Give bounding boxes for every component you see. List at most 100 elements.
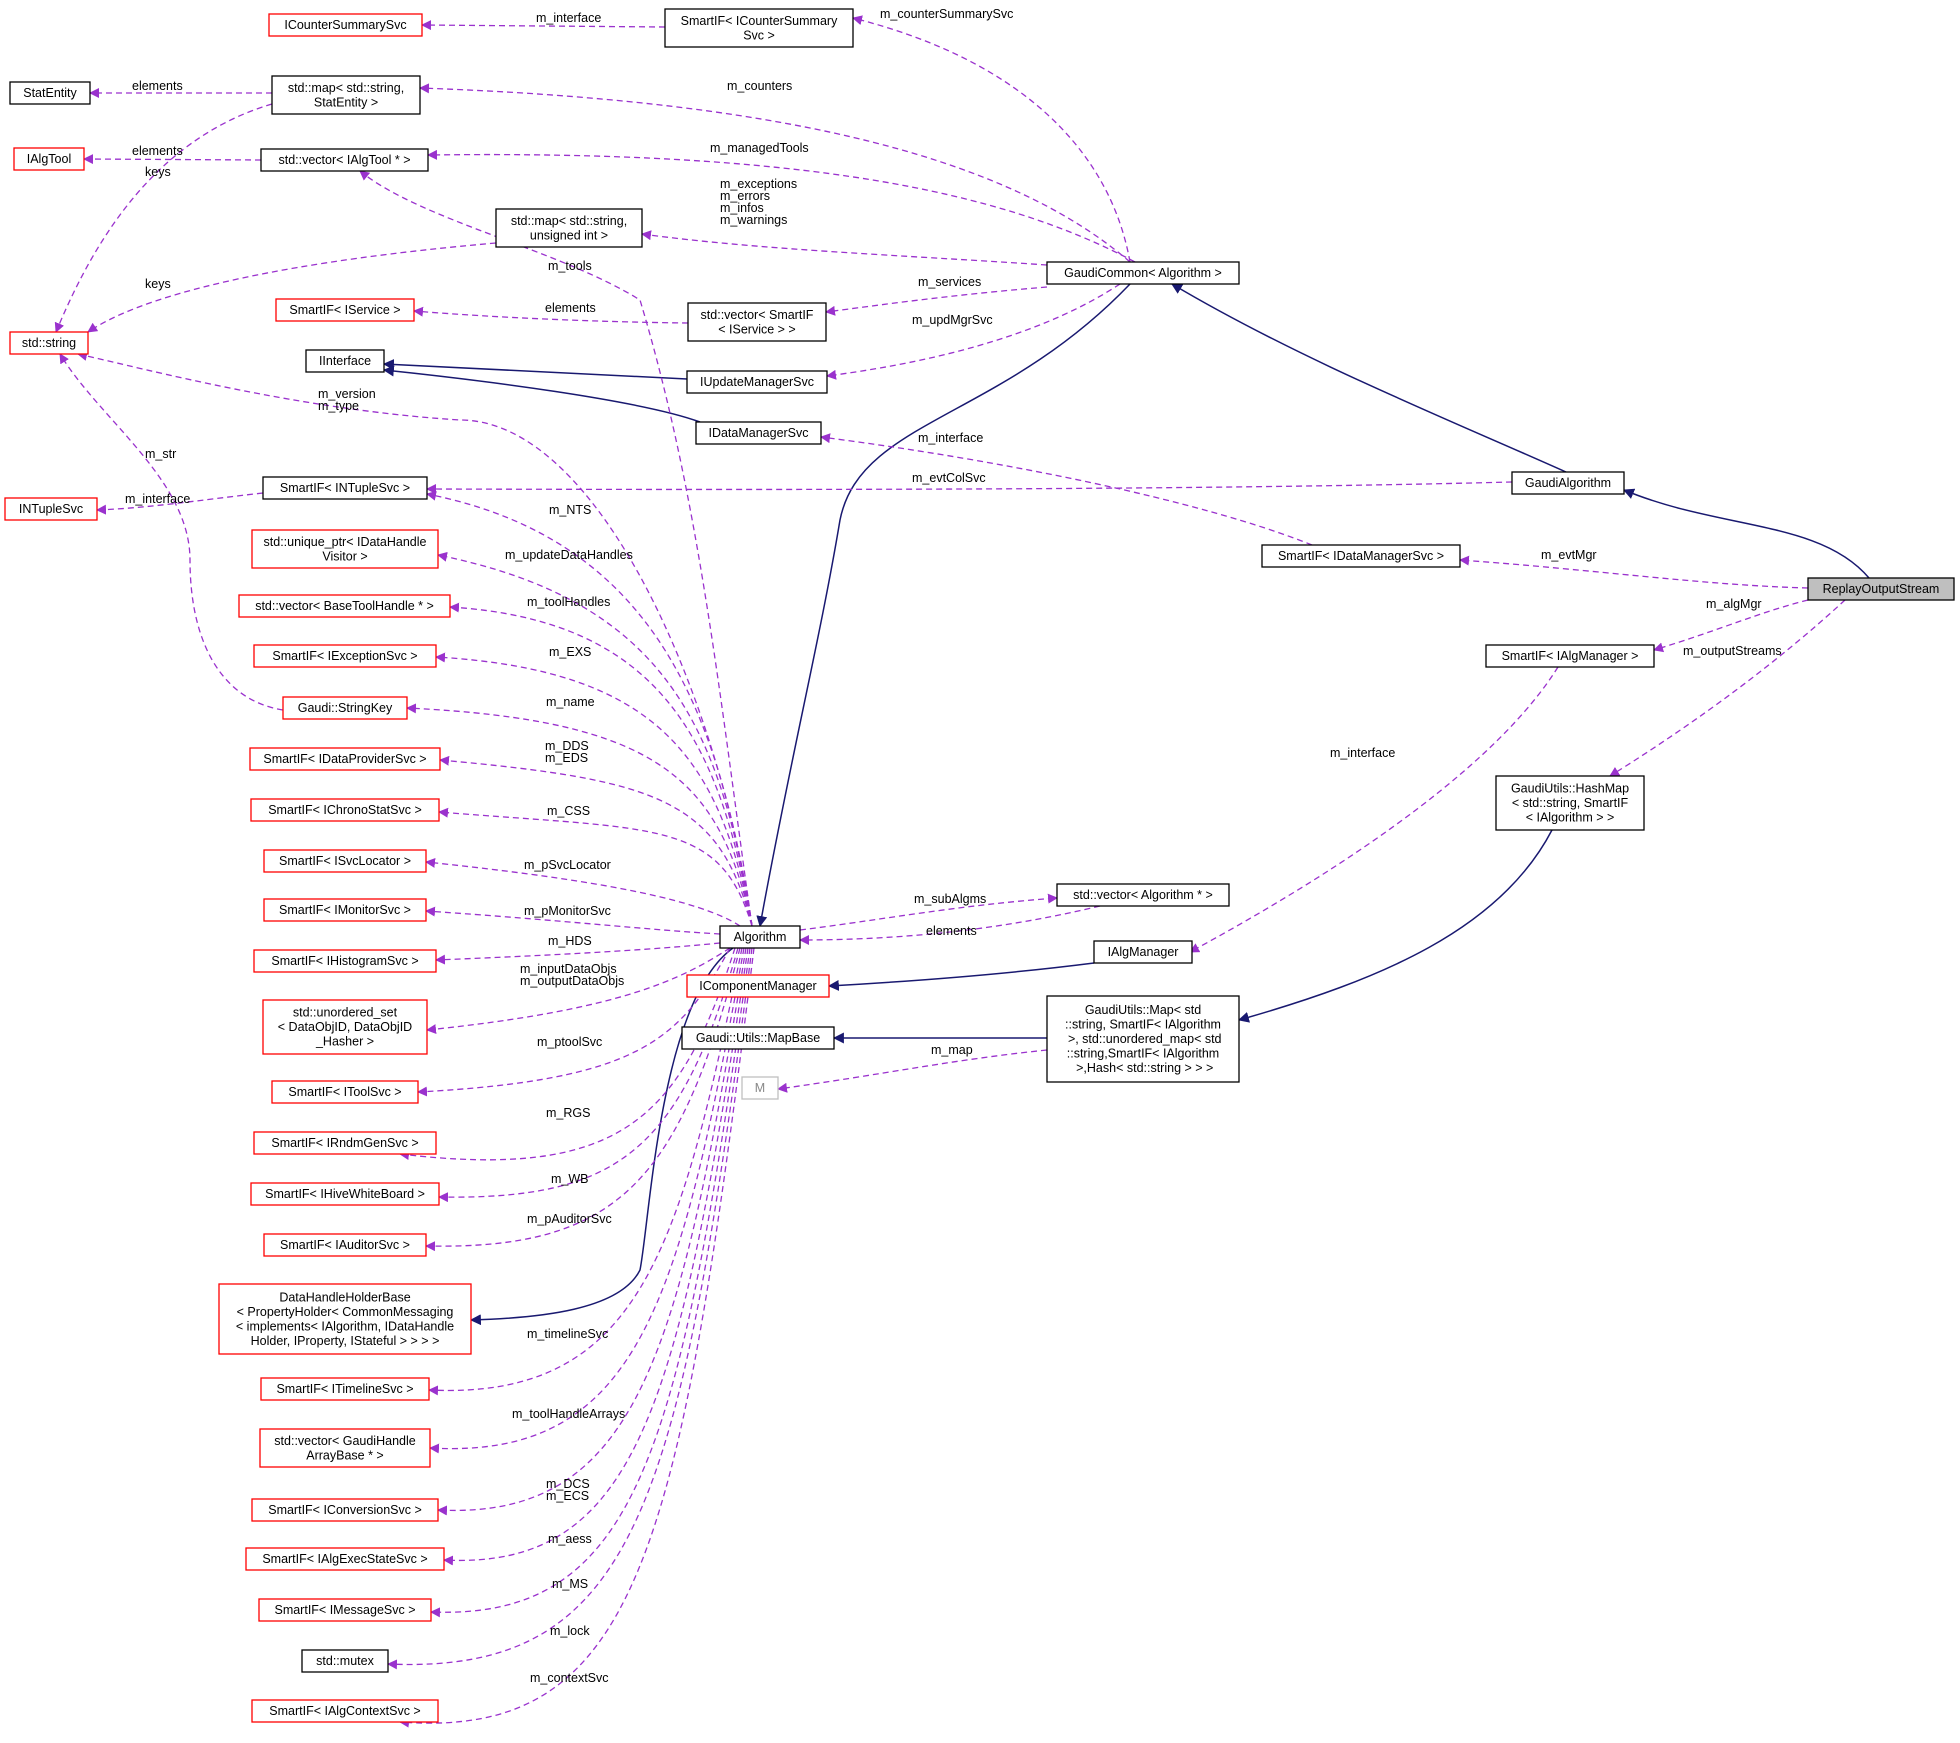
- edge-label-line: m_EXS: [549, 645, 591, 659]
- edge-m-aess-edge: [443, 947, 749, 1566]
- class-node-smart-if-irndm-gen-svc[interactable]: SmartIF< IRndmGenSvc >: [253, 1131, 437, 1155]
- class-node-m[interactable]: M: [741, 1076, 779, 1100]
- edge-label-m-interface-algmgr: m_interface: [1330, 746, 1395, 760]
- class-node-label: SmartIF< IMessageSvc >: [274, 1603, 415, 1617]
- class-node-box: [263, 1233, 427, 1257]
- class-node-box: [741, 1076, 779, 1100]
- class-node-icounter-summary-svc[interactable]: ICounterSummarySvc: [268, 13, 423, 37]
- class-node-gaudi-algorithm[interactable]: GaudiAlgorithm: [1511, 471, 1625, 495]
- class-node-label-line: INTupleSvc: [19, 502, 83, 516]
- class-node-iinterface[interactable]: IInterface: [305, 349, 385, 373]
- class-node-string-key[interactable]: Gaudi::StringKey: [282, 696, 408, 720]
- class-node-smart-if-itool-svc[interactable]: SmartIF< IToolSvc >: [271, 1080, 419, 1104]
- class-node-replay-output-stream[interactable]: ReplayOutputStream: [1807, 577, 1955, 601]
- class-node-stat-entity[interactable]: StatEntity: [9, 81, 91, 105]
- class-node-label-line: SmartIF< IHistogramSvc >: [271, 954, 418, 968]
- class-node-smart-if-itimeline-svc[interactable]: SmartIF< ITimelineSvc >: [260, 1377, 430, 1401]
- class-node-ialg-manager[interactable]: IAlgManager: [1093, 940, 1193, 964]
- class-node-label-line: std::map< std::string,: [511, 214, 627, 228]
- class-node-label-line: DataHandleHolderBase: [279, 1290, 410, 1304]
- class-node-smart-if-ichrono-stat-svc[interactable]: SmartIF< IChronoStatSvc >: [250, 798, 440, 822]
- edge-label-line: m_errors: [720, 189, 770, 203]
- edge-label-line: elements: [545, 301, 596, 315]
- edge-label-line: m_name: [546, 695, 595, 709]
- class-node-smart-if-iexception-svc[interactable]: SmartIF< IExceptionSvc >: [253, 644, 437, 668]
- class-node-smart-if-iauditor-svc[interactable]: SmartIF< IAuditorSvc >: [263, 1233, 427, 1257]
- class-node-vector-ialg-tool[interactable]: std::vector< IAlgTool * >: [260, 148, 429, 172]
- inherit-gaudicommon-algorithm-edge: [756, 283, 1131, 928]
- class-node-smart-if-ihistogram-svc[interactable]: SmartIF< IHistogramSvc >: [253, 949, 437, 973]
- class-node-label-line: >, std::unordered_map< std: [1064, 1032, 1221, 1046]
- class-node-smart-if-isvc-locator[interactable]: SmartIF< ISvcLocator >: [263, 849, 427, 873]
- class-node-gaudi-utils-map[interactable]: GaudiUtils::Map< std::string, SmartIF< I…: [1046, 995, 1240, 1083]
- class-node-unordered-set-data-obj-id[interactable]: std::unordered_set< DataObjID, DataObjID…: [262, 999, 428, 1055]
- class-node-box: [1056, 883, 1230, 907]
- edge-label-m-exs: m_EXS: [549, 645, 591, 659]
- class-node-label-line: std::vector< Algorithm * >: [1073, 888, 1213, 902]
- class-node-label-line: M: [755, 1081, 765, 1095]
- class-node-label-line: _Hasher >: [315, 1035, 374, 1049]
- edge-label-line: elements: [132, 144, 183, 158]
- class-node-box: [250, 1182, 440, 1206]
- class-node-std-mutex[interactable]: std::mutex: [301, 1649, 389, 1673]
- edge-label-line: m_NTS: [549, 503, 591, 517]
- edge-label-m-counter-summary-svc: m_counterSummarySvc: [880, 7, 1013, 21]
- edge-m-interface-counter-edge: [421, 20, 666, 31]
- class-node-smart-if-ialg-context-svc[interactable]: SmartIF< IAlgContextSvc >: [251, 1699, 439, 1723]
- class-node-vector-algorithm[interactable]: std::vector< Algorithm * >: [1056, 883, 1230, 907]
- class-node-std-string[interactable]: std::string: [9, 331, 89, 355]
- edge-label-line: m_version: [318, 387, 376, 401]
- class-node-label-line: std::string: [22, 336, 76, 350]
- class-node-iupdate-manager-svc[interactable]: IUpdateManagerSvc: [686, 370, 828, 394]
- class-node-vector-smart-if-iservice[interactable]: std::vector< SmartIF< IService > >: [687, 302, 827, 342]
- class-node-map-uint[interactable]: std::map< std::string,unsigned int >: [495, 208, 643, 248]
- class-node-label-line: Gaudi::StringKey: [298, 701, 393, 715]
- class-node-label-line: SmartIF< IMonitorSvc >: [279, 903, 411, 917]
- class-node-label: SmartIF< IAlgManager >: [1502, 649, 1639, 663]
- class-node-data-handle-holder-base[interactable]: DataHandleHolderBase< PropertyHolder< Co…: [218, 1283, 472, 1355]
- edge-m-lock-edge: [387, 947, 753, 1670]
- class-node-smart-if-iservice[interactable]: SmartIF< IService >: [275, 298, 415, 322]
- class-node-icomponent-manager[interactable]: IComponentManager: [686, 974, 830, 998]
- class-node-vector-base-tool-handle[interactable]: std::vector< BaseToolHandle * >: [238, 594, 451, 618]
- class-node-smart-if-idata-provider-svc[interactable]: SmartIF< IDataProviderSvc >: [249, 747, 441, 771]
- class-node-smart-if-idata-manager-svc[interactable]: SmartIF< IDataManagerSvc >: [1261, 544, 1461, 568]
- edge-label-m-rgs: m_RGS: [546, 1106, 590, 1120]
- class-node-intuple-svc[interactable]: INTupleSvc: [4, 497, 98, 521]
- class-node-ialg-tool[interactable]: IAlgTool: [13, 147, 85, 171]
- edge-m-evtmgr-edge: [1459, 555, 1809, 589]
- class-node-smart-if-ialg-exec-state-svc[interactable]: SmartIF< IAlgExecStateSvc >: [245, 1547, 445, 1571]
- class-node-gaudi-common[interactable]: GaudiCommon< Algorithm >: [1046, 261, 1240, 285]
- class-node-label: IUpdateManagerSvc: [700, 375, 814, 389]
- class-node-algorithm[interactable]: Algorithm: [719, 925, 801, 949]
- edge-label-line: m_warnings: [720, 213, 787, 227]
- edge-label-m-nts: m_NTS: [549, 503, 591, 517]
- class-node-smart-if-ihive-white-board[interactable]: SmartIF< IHiveWhiteBoard >: [250, 1182, 440, 1206]
- class-node-label-line: IInterface: [319, 354, 371, 368]
- class-node-smart-if-ialg-manager[interactable]: SmartIF< IAlgManager >: [1485, 644, 1655, 668]
- class-node-map-stat-entity[interactable]: std::map< std::string,StatEntity >: [271, 75, 421, 115]
- class-node-box: [305, 349, 385, 373]
- class-node-smart-if-imessage-svc[interactable]: SmartIF< IMessageSvc >: [258, 1598, 432, 1622]
- class-node-idata-manager-svc[interactable]: IDataManagerSvc: [695, 421, 822, 445]
- class-node-box: [251, 1498, 439, 1522]
- class-node-label-line: IDataManagerSvc: [708, 426, 808, 440]
- class-node-smart-if-iconversion-svc[interactable]: SmartIF< IConversionSvc >: [251, 1498, 439, 1522]
- class-node-label-line: ReplayOutputStream: [1823, 582, 1940, 596]
- edge-label-line: m_map: [931, 1043, 973, 1057]
- edge-label-m-timeline-svc: m_timelineSvc: [527, 1327, 608, 1341]
- edge-label-line: m_outputStreams: [1683, 644, 1782, 658]
- class-node-hash-map[interactable]: GaudiUtils::HashMap< std::string, SmartI…: [1495, 775, 1645, 831]
- class-node-map-base[interactable]: Gaudi::Utils::MapBase: [681, 1026, 835, 1050]
- class-node-smart-if-imonitor-svc[interactable]: SmartIF< IMonitorSvc >: [263, 898, 427, 922]
- class-node-box: [275, 298, 415, 322]
- edge-m-toolhandlearrays-edge: [429, 947, 745, 1454]
- class-node-label-line: GaudiCommon< Algorithm >: [1064, 266, 1222, 280]
- class-node-label-line: < IService > >: [718, 322, 795, 336]
- edge-label-line: m_algMgr: [1706, 597, 1762, 611]
- class-node-smart-if-intuple-svc[interactable]: SmartIF< INTupleSvc >: [262, 476, 428, 500]
